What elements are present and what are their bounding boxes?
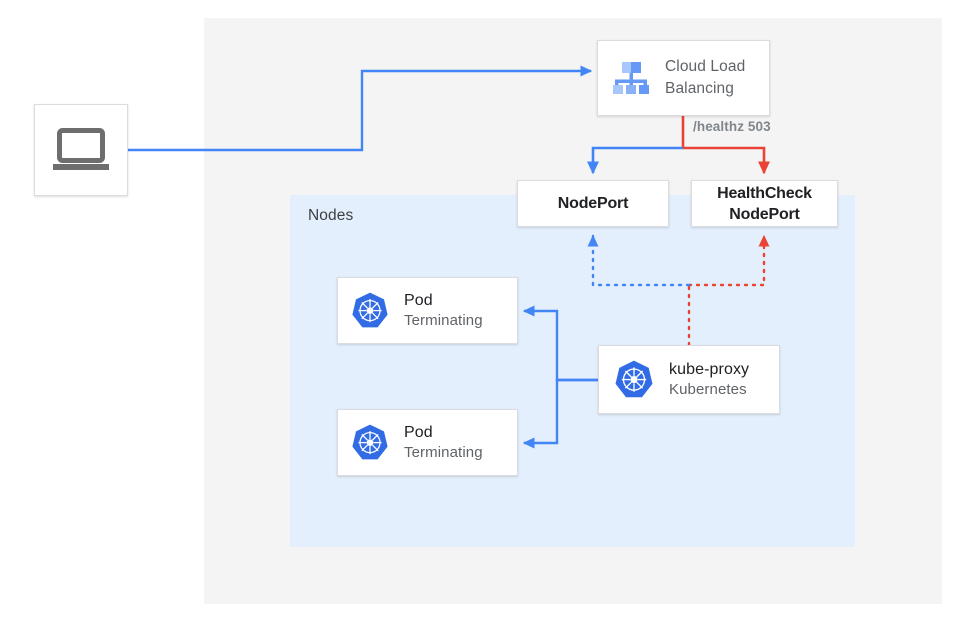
- pod-title: Pod: [404, 423, 433, 441]
- kubernetes-icon: [350, 291, 390, 331]
- pod-title: Pod: [404, 291, 433, 309]
- nodes-region-label: Nodes: [308, 207, 354, 224]
- healthcheck-nodeport-label: HealthCheck NodePort: [717, 183, 812, 225]
- client-device-card: [34, 104, 128, 196]
- kube-proxy-title: kube-proxy: [669, 360, 750, 378]
- edge-kube-proxy-to-pod-2: [522, 378, 598, 449]
- nodeport-label: NodePort: [557, 195, 629, 212]
- pod-status: Terminating: [404, 443, 483, 461]
- cloud-load-balancing-icon: [608, 55, 654, 101]
- pod-card: Pod Terminating: [337, 277, 518, 344]
- edge-clb-to-nodeport: [587, 146, 683, 175]
- edge-kube-proxy-to-pod-1: [522, 305, 598, 382]
- clb-label-line1: Cloud Load: [665, 58, 746, 75]
- kube-proxy-text: kube-proxy Kubernetes: [669, 360, 749, 400]
- kubernetes-icon: [350, 423, 390, 463]
- pod-text: Pod Terminating: [404, 291, 483, 331]
- healthcheck-nodeport-card: HealthCheck NodePort: [691, 180, 838, 227]
- healthz-edge-label: /healthz 503: [693, 119, 771, 134]
- cloud-load-balancing-card: Cloud Load Balancing: [597, 40, 770, 116]
- pod-text: Pod Terminating: [404, 423, 483, 463]
- pod-status: Terminating: [404, 311, 483, 329]
- edge-client-to-clb: [128, 65, 593, 152]
- cloud-load-balancing-text: Cloud Load Balancing: [665, 56, 745, 100]
- healthcheck-nodeport-label-line2: NodePort: [729, 205, 800, 223]
- healthcheck-nodeport-label-line1: HealthCheck: [717, 184, 812, 202]
- edge-kube-proxy-to-healthcheck-nodeport: [687, 234, 770, 287]
- kubernetes-icon: [613, 359, 655, 401]
- kube-proxy-card: kube-proxy Kubernetes: [598, 345, 780, 414]
- kube-proxy-subtitle: Kubernetes: [669, 380, 747, 398]
- pod-card: Pod Terminating: [337, 409, 518, 476]
- nodeport-card: NodePort: [517, 180, 669, 227]
- clb-label-line2: Balancing: [665, 80, 734, 97]
- laptop-icon: [52, 128, 110, 172]
- edge-kube-proxy-to-nodeport: [587, 234, 691, 287]
- edge-clb-to-healthcheck-nodeport: [683, 146, 770, 175]
